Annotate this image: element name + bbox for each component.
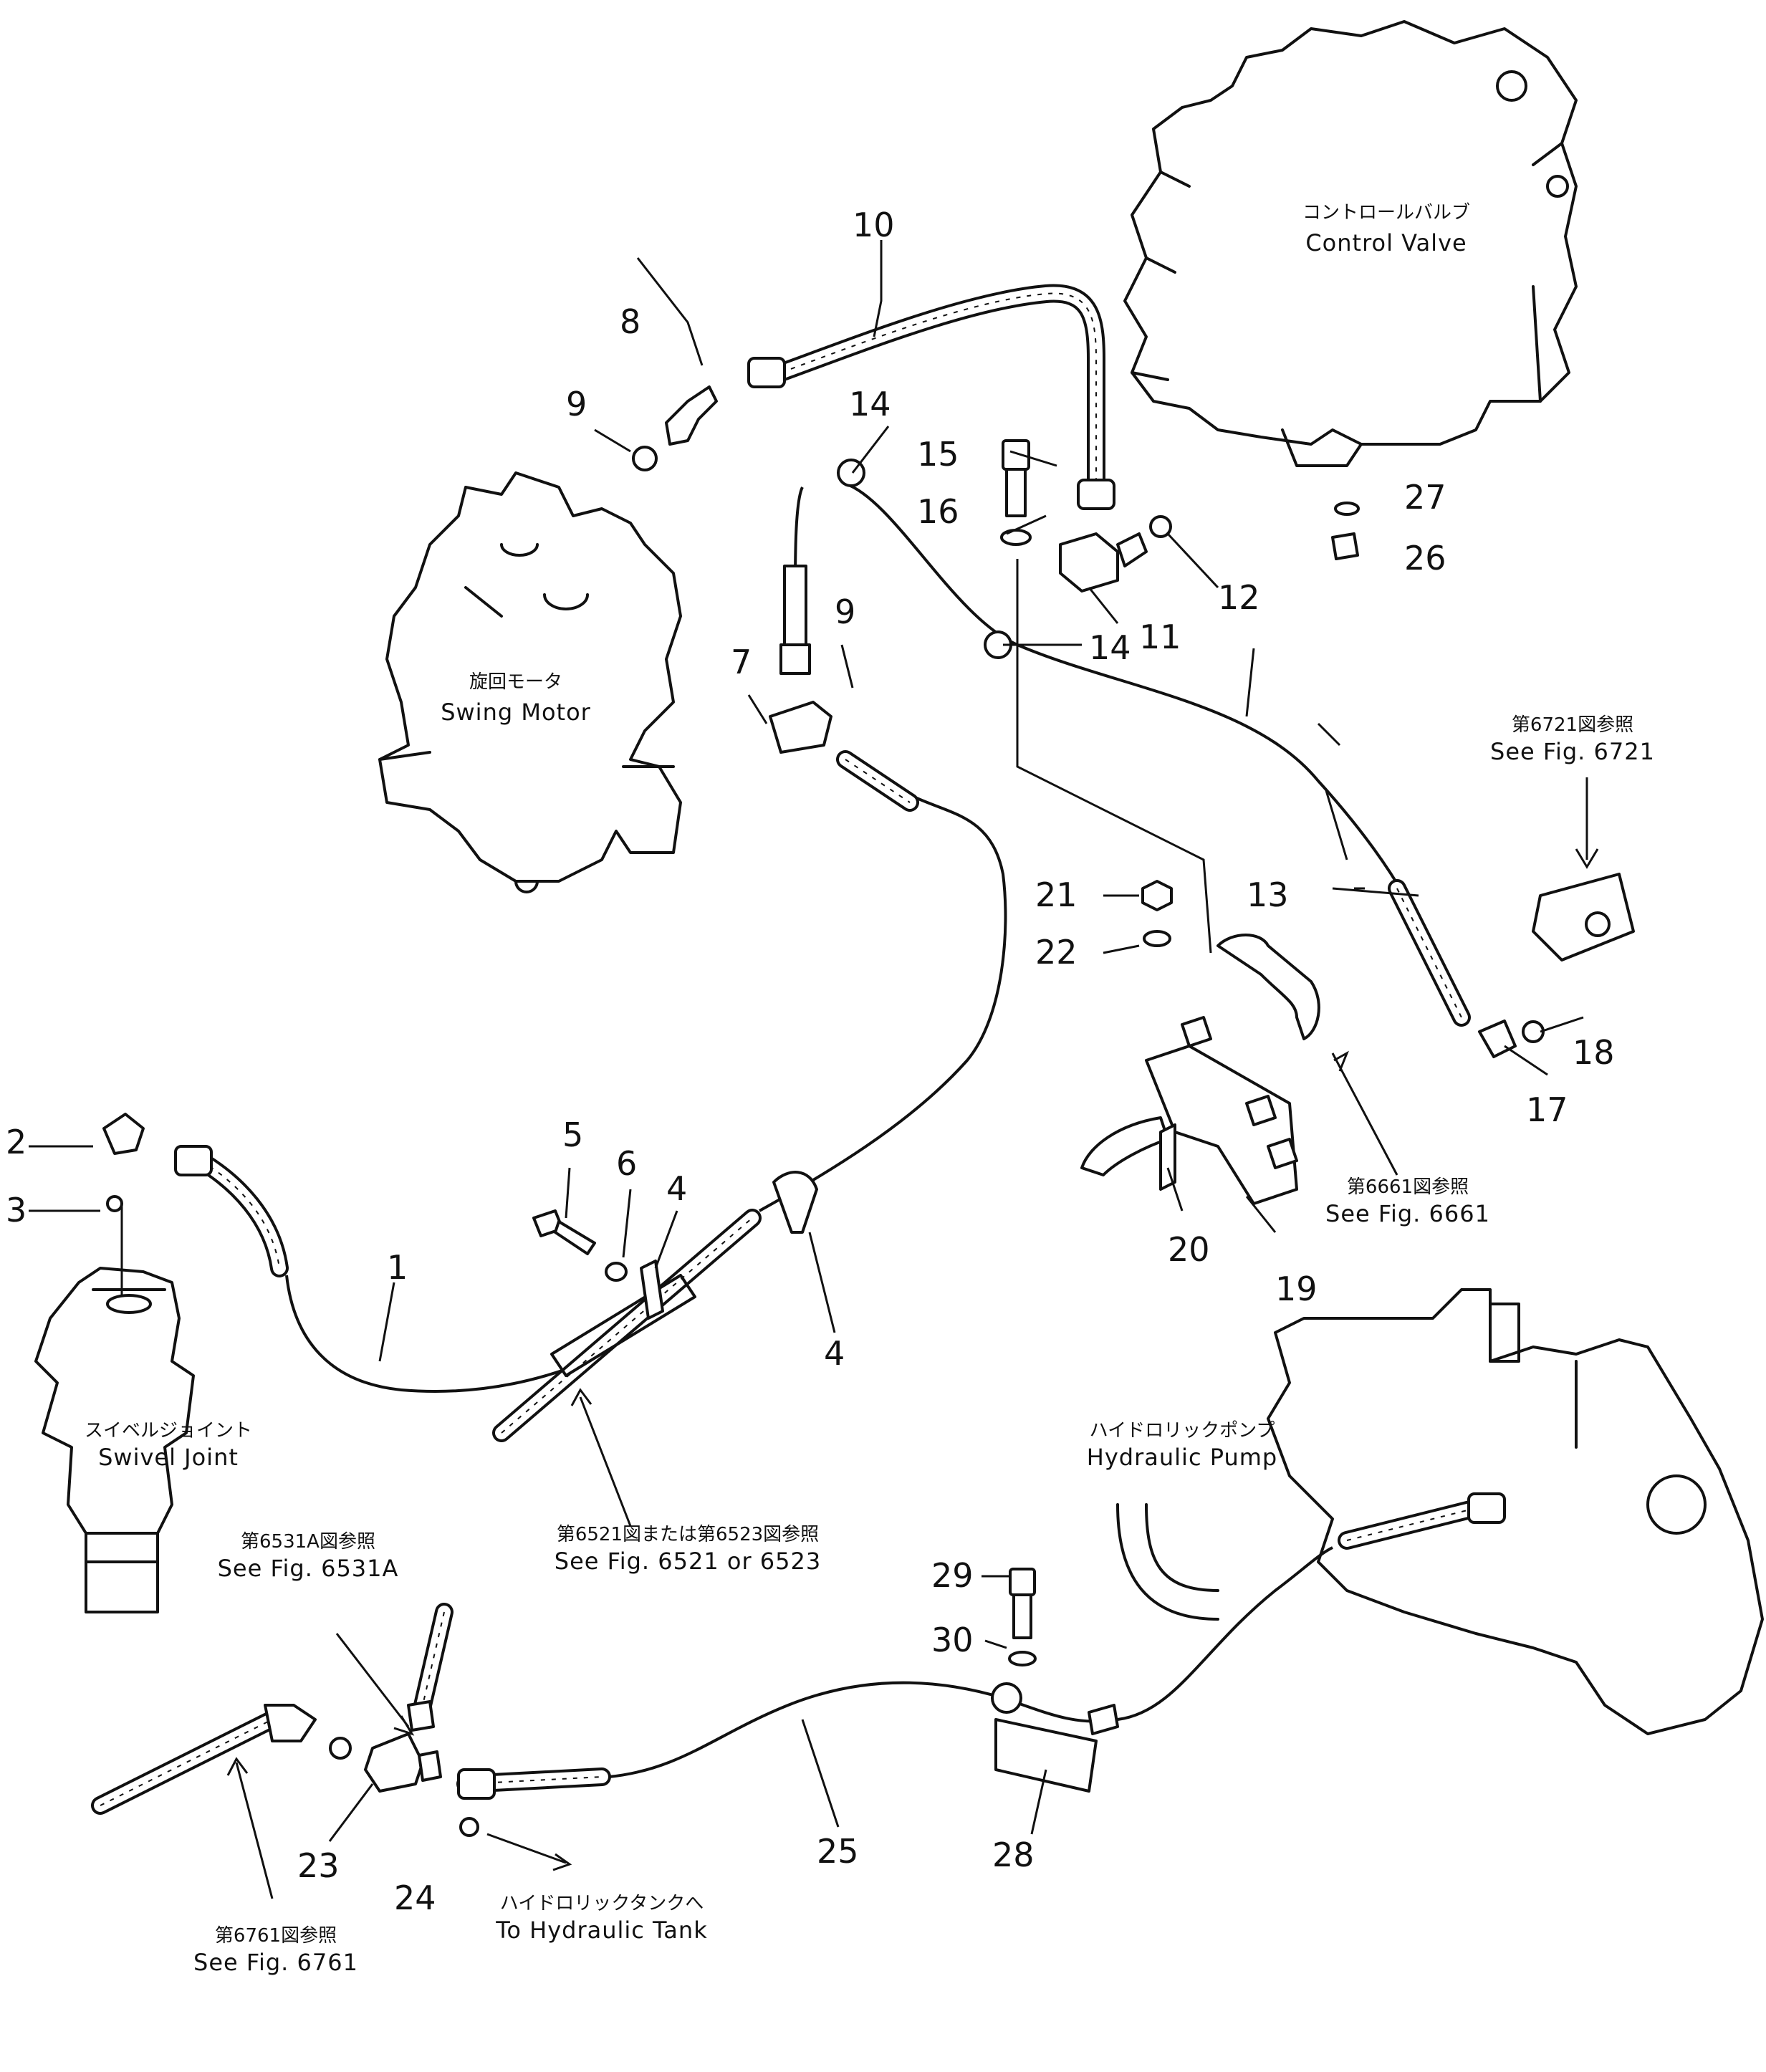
- bolt-15: [1002, 439, 1030, 517]
- callout-3: 3: [6, 1191, 27, 1229]
- control-valve-label-jp: コントロールバルブ: [1302, 202, 1470, 224]
- tee-block-23: [329, 1732, 442, 1793]
- callout-14-top: 14: [849, 385, 891, 423]
- callout-22: 22: [1035, 933, 1078, 972]
- fitting-block-6721: [1532, 873, 1635, 961]
- callout-4-a: 4: [666, 1169, 687, 1208]
- ref-6761-jp: 第6761図参照: [215, 1925, 337, 1947]
- ref-6661-en: See Fig. 6661: [1325, 1200, 1490, 1227]
- callout-30: 30: [931, 1621, 974, 1659]
- callout-14-mid: 14: [1089, 628, 1131, 667]
- ref-6761-en: See Fig. 6761: [193, 1949, 358, 1976]
- callout-6: 6: [616, 1144, 637, 1183]
- ref-6661-jp: 第6661図参照: [1347, 1176, 1469, 1198]
- leader-lines: [29, 240, 1584, 1899]
- washer-30: [1008, 1651, 1037, 1666]
- callout-2: 2: [6, 1123, 27, 1161]
- tube-7: [769, 565, 832, 754]
- ref-6521-en: See Fig. 6521 or 6523: [555, 1548, 821, 1575]
- ref-tank-jp: ハイドロリックタンクへ: [500, 1893, 704, 1914]
- swivel-joint-label-en: Swivel Joint: [98, 1444, 239, 1471]
- plug-26: [1331, 532, 1359, 560]
- swing-motor-label-en: Swing Motor: [441, 699, 591, 726]
- hydraulic-pump-label-jp: ハイドロリックポンプ: [1090, 1420, 1275, 1442]
- clamp-4-a: [640, 1260, 664, 1320]
- swing-motor: 旋回モータ Swing Motor: [378, 471, 682, 893]
- hose-1: [102, 1113, 588, 1393]
- callout-28: 28: [992, 1836, 1035, 1874]
- ref-6721-en: See Fig. 6721: [1490, 738, 1655, 765]
- bolt-15-leader: [1016, 559, 1212, 954]
- bolt-5: [532, 1209, 596, 1255]
- o-ring-27: [1334, 502, 1360, 516]
- callout-1: 1: [387, 1248, 408, 1287]
- callout-21: 21: [1035, 876, 1078, 914]
- callout-4-b: 4: [824, 1334, 845, 1373]
- callout-numbers: 10 8 9 14 15 16 9 7 14 11 12 27 26 13 21…: [6, 206, 1615, 1917]
- callout-29: 29: [931, 1556, 974, 1595]
- callout-26: 26: [1404, 539, 1446, 577]
- washer-16: [1000, 529, 1032, 546]
- ref-tank-en: To Hydraulic Tank: [495, 1917, 707, 1944]
- callout-9-mid: 9: [835, 593, 855, 631]
- ref-6521-jp: 第6521図または第6523図参照: [557, 1524, 819, 1545]
- callout-23: 23: [297, 1846, 340, 1885]
- control-valve: コントロールバルブ Control Valve: [1123, 20, 1578, 467]
- callout-13: 13: [1247, 876, 1289, 914]
- washer-6: [605, 1262, 628, 1282]
- callout-15: 15: [917, 435, 959, 474]
- hose-25: [456, 1492, 1506, 1800]
- clamp-28: [991, 1682, 1119, 1793]
- callout-11: 11: [1139, 618, 1181, 656]
- hose-10: [747, 284, 1115, 510]
- pipe-6531a: [407, 1603, 454, 1732]
- nut-21: [1141, 880, 1173, 911]
- callout-16: 16: [917, 492, 959, 531]
- o-ring-24: [459, 1817, 479, 1837]
- callout-19: 19: [1275, 1270, 1318, 1308]
- clamp-4-b: [772, 1171, 818, 1234]
- callout-5: 5: [562, 1116, 583, 1154]
- swing-motor-label-jp: 旋回モータ: [469, 671, 562, 693]
- callout-25: 25: [817, 1832, 859, 1871]
- ref-6531a-jp: 第6531A図参照: [241, 1531, 375, 1553]
- elbow-fitting-8: [632, 385, 718, 471]
- washer-22: [1143, 930, 1171, 947]
- ref-6721-jp: 第6721図参照: [1512, 714, 1633, 736]
- callout-12: 12: [1218, 578, 1260, 617]
- callout-10: 10: [853, 206, 895, 244]
- callout-27: 27: [1404, 478, 1446, 517]
- pipe-6761: [91, 1704, 317, 1815]
- callout-17: 17: [1526, 1090, 1568, 1129]
- swivel-joint-label-jp: スイベルジョイント: [85, 1420, 252, 1442]
- bolt-29: [1009, 1568, 1036, 1639]
- protector-sleeve: [492, 750, 1007, 1442]
- callout-18: 18: [1573, 1033, 1615, 1072]
- ref-6531a-en: See Fig. 6531A: [218, 1555, 399, 1582]
- callout-7: 7: [731, 643, 752, 681]
- callout-9-top: 9: [566, 385, 587, 423]
- swivel-joint: スイベルジョイント Swivel Joint: [34, 1204, 252, 1613]
- callout-8: 8: [620, 302, 640, 341]
- ref-6721-arrowhead: [1575, 848, 1599, 869]
- tee-fitting-11: [1059, 515, 1172, 593]
- hose-13: [794, 482, 1545, 1058]
- reference-labels: 第6721図参照 See Fig. 6721 第6661図参照 See Fig.…: [193, 714, 1655, 1976]
- callout-24: 24: [394, 1879, 436, 1917]
- hydraulic-pump-label-en: Hydraulic Pump: [1087, 1444, 1277, 1471]
- control-valve-label-en: Control Valve: [1305, 229, 1467, 256]
- bracket-19: [1080, 934, 1320, 1205]
- callout-20: 20: [1168, 1230, 1210, 1269]
